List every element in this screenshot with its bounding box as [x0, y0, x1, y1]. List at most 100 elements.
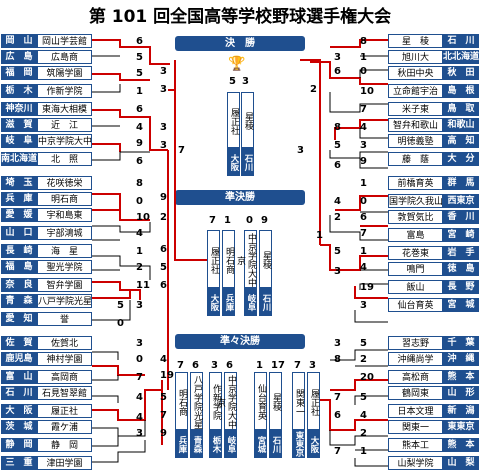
center-prefecture: 石川	[241, 148, 254, 176]
center-school: 八戸学院光星	[190, 372, 203, 430]
right-score: 10	[360, 86, 374, 97]
right-score: 2	[360, 428, 367, 439]
center-score: 1	[224, 215, 231, 226]
team-prefecture: 群 馬	[443, 176, 479, 190]
team-prefecture: 南北海道	[1, 152, 38, 166]
right-team-20: 新 潟日本文理	[388, 404, 479, 418]
left-team-23: 静 岡静 岡	[1, 438, 92, 452]
team-school: 宇部鴻城	[37, 226, 92, 240]
team-school: 誉	[37, 312, 92, 326]
right-score: 9	[360, 156, 367, 167]
team-prefecture: 神奈川	[1, 102, 37, 116]
left-score: 3	[160, 66, 167, 77]
center-school: 明石商	[175, 372, 188, 430]
center-score: 7	[294, 360, 301, 371]
left-team-7: 南北海道北 照	[1, 152, 92, 166]
center-prefecture: 石川	[269, 430, 282, 458]
team-prefecture: 和歌山	[443, 118, 479, 132]
right-score: 8	[334, 122, 341, 133]
left-score: 3	[160, 84, 167, 95]
right-team-22: 熊 本熊本工	[388, 438, 479, 452]
right-team-9: 西東京国学院久我山	[388, 194, 479, 208]
center-prefecture: 栃木	[209, 430, 222, 458]
center-prefecture: 兵庫	[222, 288, 235, 316]
right-team-17: 沖 縄沖縄尚学	[388, 352, 479, 366]
right-score: 4	[360, 122, 367, 133]
left-team-4: 神奈川東海大相模	[1, 102, 92, 116]
team-school: 星 稜	[388, 34, 443, 48]
center-score: 5	[229, 76, 236, 87]
team-school: 国学院久我山	[388, 194, 443, 208]
left-team-24: 三 重津田学園	[1, 456, 92, 470]
left-team-3: 栃 木作新学院	[1, 84, 92, 98]
right-team-1: 北北海道旭川大	[388, 50, 479, 64]
team-school: 明徳義塾	[388, 134, 443, 148]
team-school: 中京学院大中京	[37, 134, 92, 148]
team-school: 富島	[388, 228, 443, 242]
right-score: 0	[360, 196, 367, 207]
team-school: 近 江	[37, 118, 92, 132]
team-prefecture: 岐 阜	[1, 134, 37, 148]
team-school: 智弁学園	[37, 278, 92, 292]
team-school: 日本文理	[388, 404, 443, 418]
team-prefecture: 静 岡	[1, 438, 37, 452]
team-school: 習志野	[388, 336, 443, 350]
left-score: 10	[136, 212, 150, 223]
left-score: 6	[160, 244, 167, 255]
trophy-icon: 🏆	[228, 56, 246, 72]
team-prefecture: 徳 島	[443, 262, 479, 276]
team-school: 智弁和歌山	[388, 118, 443, 132]
right-team-6: 高 知明徳義塾	[388, 134, 479, 148]
left-score: 1	[136, 86, 143, 97]
team-school: 海 星	[37, 244, 92, 258]
team-prefecture: 三 重	[1, 456, 37, 470]
right-score: 6	[334, 160, 341, 171]
team-school: 飯山	[388, 280, 443, 294]
right-score: 5	[360, 338, 367, 349]
team-school: 八戸学院光星	[37, 294, 92, 308]
left-score: 9	[160, 192, 167, 203]
quarterfinal-banner: 準々決勝	[175, 334, 305, 349]
team-prefecture: 滋 賀	[1, 118, 37, 132]
left-team-0: 岡 山岡山学芸館	[1, 34, 92, 48]
right-team-8: 群 馬前橋育英	[388, 176, 479, 190]
right-team-18: 熊 本高松商	[388, 370, 479, 384]
left-score: 6	[136, 156, 143, 167]
center-score: 6	[192, 360, 199, 371]
team-prefecture: 長 崎	[1, 244, 37, 258]
team-school: 履正社	[37, 404, 92, 418]
left-score: 7	[178, 145, 185, 156]
left-team-17: 佐 賀佐賀北	[1, 336, 92, 350]
center-school: 履正社	[207, 230, 220, 288]
team-prefecture: 山 梨	[443, 456, 479, 470]
center-school: 中京学院大中京	[235, 230, 257, 288]
left-team-1: 広 島広島商	[1, 50, 92, 64]
center-score: 9	[261, 215, 268, 226]
right-team-16: 千 葉習志野	[388, 336, 479, 350]
right-team-19: 山 形鶴岡東	[388, 386, 479, 400]
left-team-16: 愛 知誉	[1, 312, 92, 326]
team-school: 熊本工	[388, 438, 443, 452]
center-score: 1	[256, 360, 263, 371]
team-prefecture: 香 川	[443, 210, 479, 224]
left-team-21: 大 阪履正社	[1, 404, 92, 418]
left-score: 6	[136, 36, 143, 47]
team-school: 花巻東	[388, 246, 443, 260]
page-title: 第 101 回全国高等学校野球選手権大会	[88, 7, 392, 27]
team-prefecture: 秋 田	[443, 66, 479, 80]
right-team-12: 岩 手花巻東	[388, 246, 479, 260]
left-score: 0	[136, 196, 143, 207]
team-prefecture: 鹿児島	[1, 352, 37, 366]
center-score: 17	[271, 360, 285, 371]
team-prefecture: 埼 玉	[1, 176, 37, 190]
right-score: 7	[360, 104, 367, 115]
left-score: 4	[136, 392, 143, 403]
left-score: 3	[160, 122, 167, 133]
right-score: 8	[334, 354, 341, 365]
center-prefecture: 岐阜	[244, 288, 257, 316]
team-school: 敦賀気比	[388, 210, 443, 224]
team-prefecture: 東東京	[443, 420, 479, 434]
team-school: 仙台育英	[388, 298, 443, 312]
right-score: 5	[334, 140, 341, 151]
center-school: 作新学院	[209, 372, 222, 430]
